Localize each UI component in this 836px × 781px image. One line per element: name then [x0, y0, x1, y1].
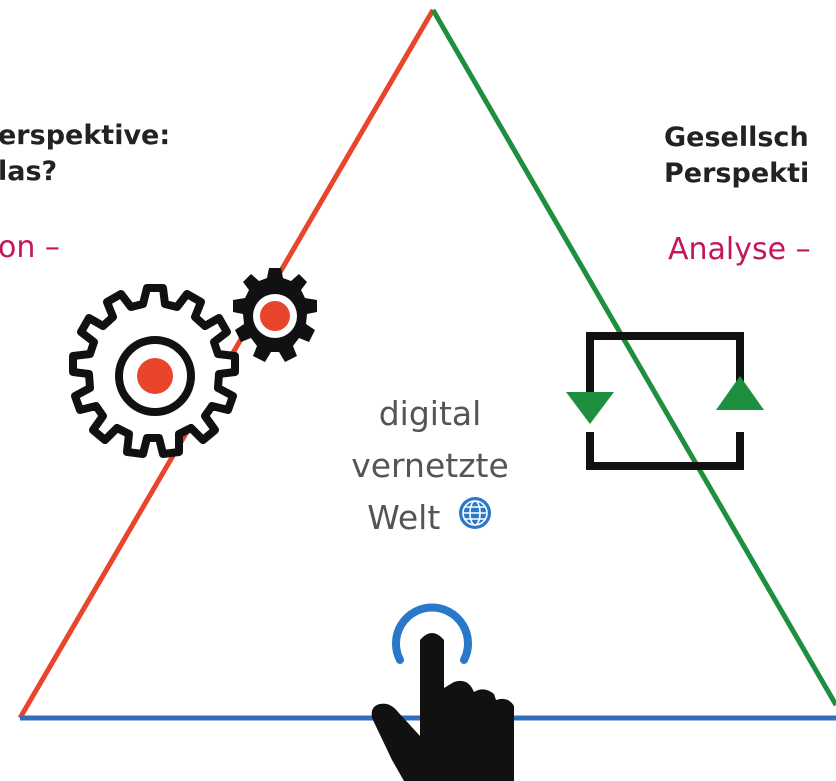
- right-heading-line-1: Gesellsch: [664, 122, 809, 153]
- cycle-arrows-icon: [566, 332, 764, 470]
- right-heading-line-2: Perspekti: [664, 158, 810, 189]
- center-line-3-text: Welt: [367, 498, 441, 537]
- up-arrow: [716, 376, 764, 410]
- left-accent-label: on –: [0, 230, 60, 265]
- gears-icon: [69, 268, 317, 458]
- down-arrow: [566, 392, 614, 424]
- globe-icon: [457, 494, 493, 546]
- right-accent-label: Analyse –: [668, 232, 811, 267]
- center-label: digital vernetzte Welt: [300, 388, 560, 546]
- hand-tap-icon: [371, 603, 514, 781]
- left-heading-line-2: las?: [0, 156, 58, 187]
- left-heading: erspektive: las?: [0, 118, 170, 190]
- center-line-2: vernetzte: [351, 446, 509, 485]
- left-heading-line-1: erspektive:: [0, 120, 171, 151]
- center-line-3: Welt: [300, 492, 560, 546]
- right-heading: Gesellsch Perspekti: [664, 120, 809, 192]
- right-edge: [430, 8, 836, 707]
- center-line-1: digital: [378, 394, 482, 433]
